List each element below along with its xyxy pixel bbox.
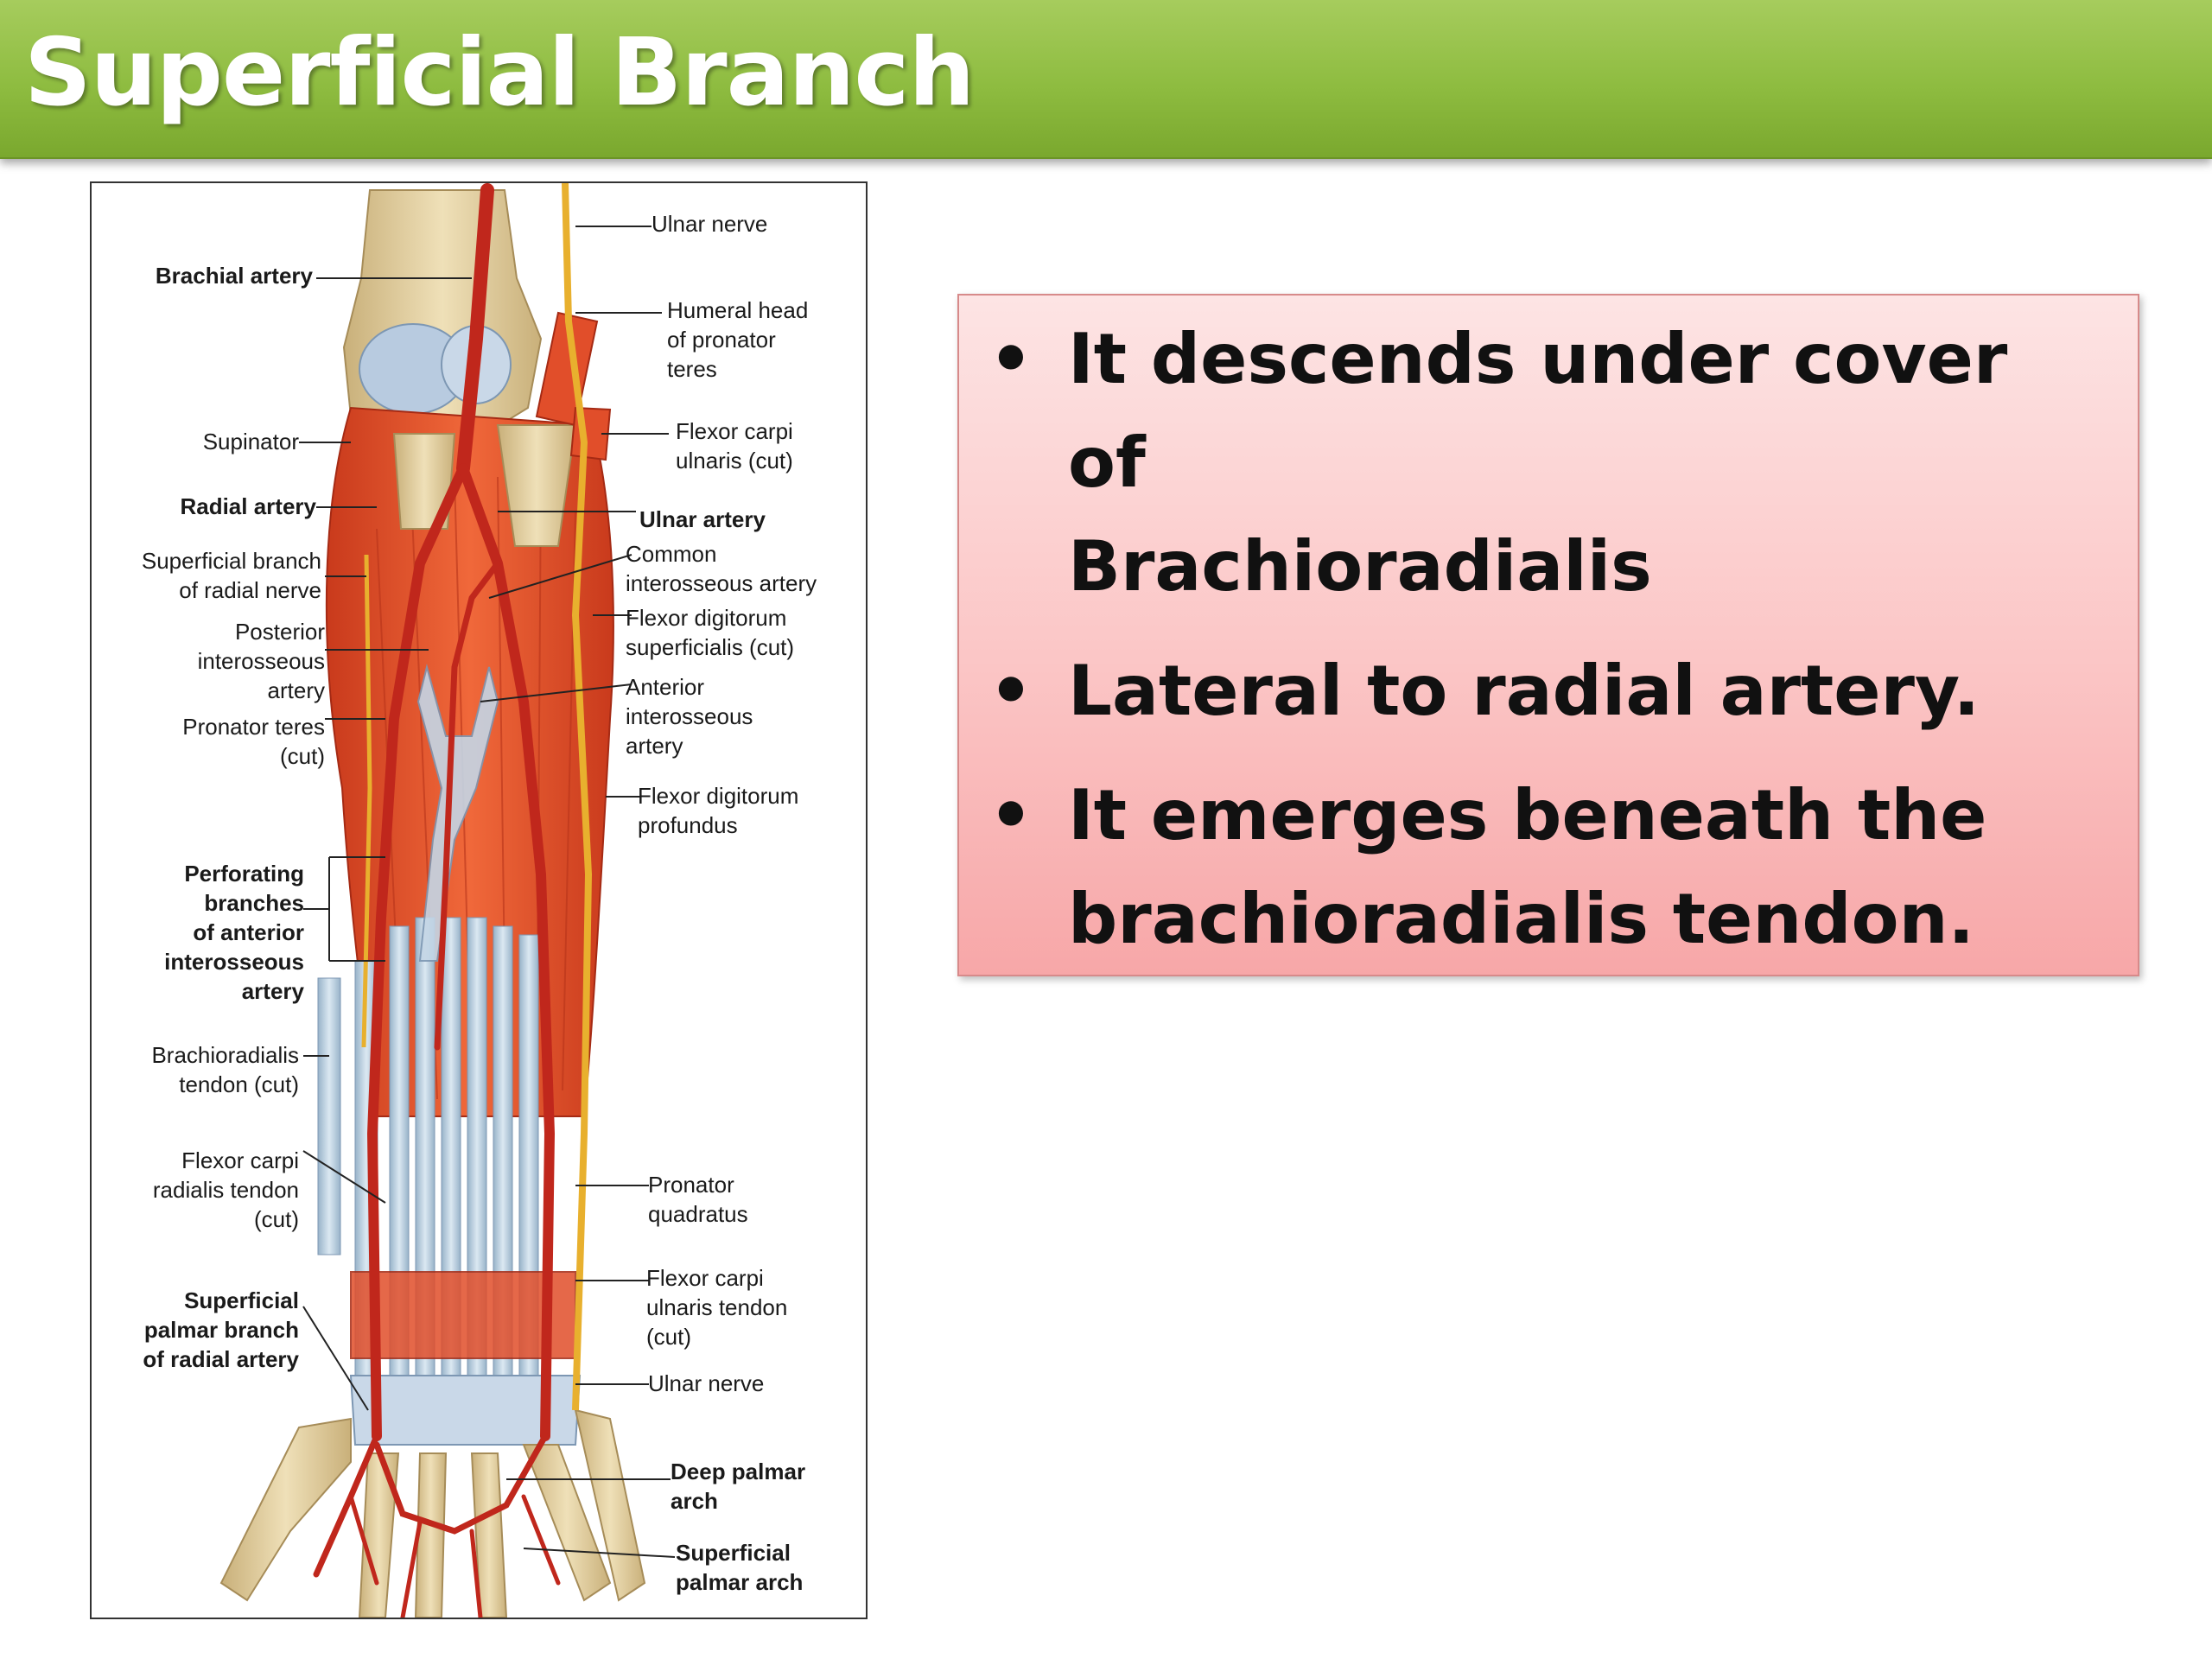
anatomy-figure: Ulnar nerve Brachial artery Humeral head… (90, 181, 868, 1619)
ulna-proximal (496, 424, 577, 547)
forearm-illustration (219, 183, 676, 1618)
label-superficial-branch-radial-nerve: Superficial branch of radial nerve (141, 548, 321, 603)
label-fcr-tendon: Flexor carpi radialis tendon (cut) (152, 1147, 299, 1232)
label-brachial-artery: Brachial artery (155, 263, 313, 289)
label-perforating-branches: Perforating branches of anterior interos… (164, 861, 304, 1004)
interosseous-membrane (416, 664, 499, 962)
bullet-line: It emerges beneath the (1068, 775, 1987, 855)
hand-bones (219, 1408, 646, 1618)
label-radial-artery: Radial artery (180, 493, 316, 519)
bullet-line: Lateral to radial artery. (1068, 651, 1980, 731)
bullet-line: brachioradialis tendon. (1068, 879, 1974, 959)
leader-lines (299, 226, 676, 1558)
title-bar: Superficial Branch (0, 0, 2212, 159)
label-superficial-palmar-branch: Superficial palmar branch of radial arte… (143, 1287, 299, 1372)
label-supinator: Supinator (202, 429, 299, 454)
label-pronator-quadratus: Pronator quadratus (648, 1172, 748, 1227)
bullet-marker: • (988, 775, 1033, 855)
bullet-list: • It descends under cover of Brachioradi… (985, 308, 2108, 992)
arteries (313, 183, 561, 1618)
label-posterior-interosseous: Posterior interosseous artery (197, 619, 325, 703)
ulnar-nerve (562, 183, 593, 1411)
bullet-marker: • (988, 651, 1033, 731)
label-anterior-interosseous: Anterior interosseous artery (626, 674, 753, 759)
bullet-marker: • (988, 319, 1033, 399)
label-deep-palmar-arch: Deep palmar arch (671, 1459, 806, 1514)
label-humeral-head: Humeral head of pronator teres (667, 297, 809, 382)
label-ulnar-nerve-top: Ulnar nerve (652, 211, 768, 237)
bullet-item: • It emerges beneath the brachioradialis… (985, 764, 2108, 971)
label-brachioradialis-tendon: Brachioradialis tendon (cut) (151, 1042, 299, 1097)
flexor-retinaculum (349, 1375, 582, 1446)
label-fcu-cut: Flexor carpi ulnaris (cut) (676, 418, 793, 474)
bullet-text-box: • It descends under cover of Brachioradi… (957, 294, 2139, 976)
label-fds-cut: Flexor digitorum superficialis (cut) (626, 605, 795, 660)
bullet-line: Brachioradialis (1068, 526, 1652, 607)
bullet-line: It descends under cover of (1068, 319, 2008, 503)
slide-title: Superficial Branch (24, 19, 975, 127)
label-common-interosseous: Common interosseous artery (626, 541, 817, 596)
label-fcu-tendon: Flexor carpi ulnaris tendon (cut) (646, 1265, 788, 1350)
brachioradialis-tendon (317, 977, 341, 1255)
label-pronator-teres-cut: Pronator teres (cut) (182, 714, 325, 769)
bullet-item: • Lateral to radial artery. (985, 639, 2108, 743)
bullet-item: • It descends under cover of Brachioradi… (985, 308, 2108, 619)
label-ulnar-nerve-bottom: Ulnar nerve (648, 1370, 765, 1396)
label-ulnar-artery: Ulnar artery (639, 506, 766, 532)
label-fdp: Flexor digitorum profundus (638, 783, 799, 838)
radius-proximal (392, 433, 456, 530)
label-superficial-palmar-arch: Superficial palmar arch (676, 1540, 804, 1595)
